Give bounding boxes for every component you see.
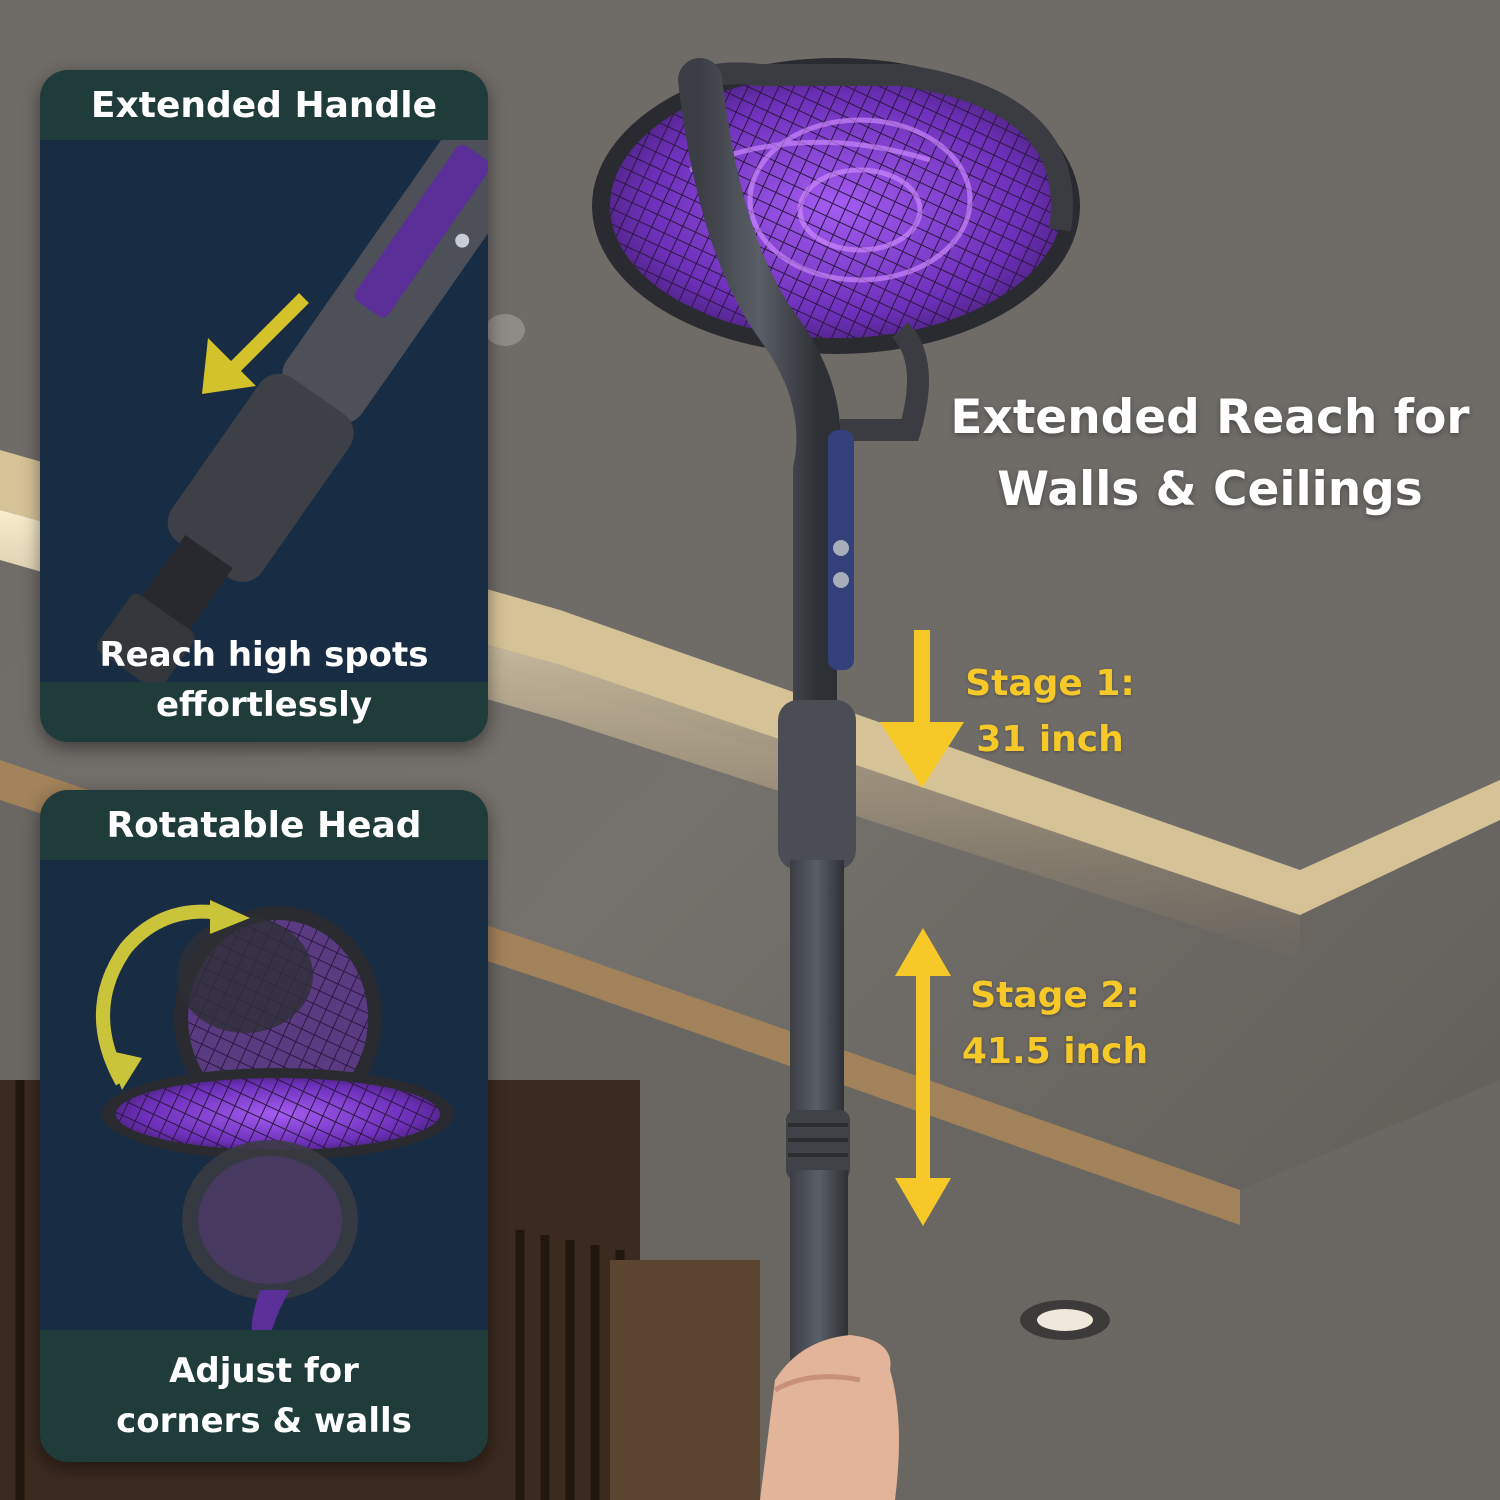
headline: Extended Reach for Walls & Ceilings — [925, 382, 1495, 526]
rotatable-head-illustration — [40, 860, 488, 1330]
extended-handle-card: Extended Handle Reach high spots effortl… — [40, 70, 488, 742]
card-title: Rotatable Head — [106, 804, 422, 846]
arrow-down-left-icon — [202, 293, 309, 394]
card-caption: Reach high spots effortlessly — [40, 630, 488, 730]
headline-line-1: Extended Reach for — [950, 390, 1470, 445]
card-caption-line-1: Adjust for — [169, 1351, 359, 1391]
arrow-up-down-icon — [895, 928, 951, 1226]
card-caption-line-1: Reach high spots — [99, 635, 429, 675]
stage-1-label: Stage 1: — [965, 663, 1135, 704]
rotate-arrow-icon — [95, 900, 250, 1090]
card-caption-line-2: corners & walls — [116, 1401, 412, 1441]
stage-2-label-block: Stage 2: 41.5 inch — [955, 968, 1155, 1080]
stage-1-value: 31 inch — [976, 719, 1124, 760]
stage-2-value: 41.5 inch — [961, 1031, 1149, 1072]
card-caption-line-2: effortlessly — [156, 685, 372, 725]
stage-2-label: Stage 2: — [970, 975, 1140, 1016]
headline-line-2: Walls & Ceilings — [997, 462, 1423, 517]
card-caption: Adjust for corners & walls — [40, 1346, 488, 1446]
rotatable-head-card: Rotatable Head Adjust for corners & wall… — [40, 790, 488, 1462]
arrow-down-icon — [880, 630, 964, 788]
stage-1-label-block: Stage 1: 31 inch — [955, 656, 1145, 768]
extended-handle-illustration — [40, 140, 488, 682]
card-title: Extended Handle — [90, 84, 438, 126]
